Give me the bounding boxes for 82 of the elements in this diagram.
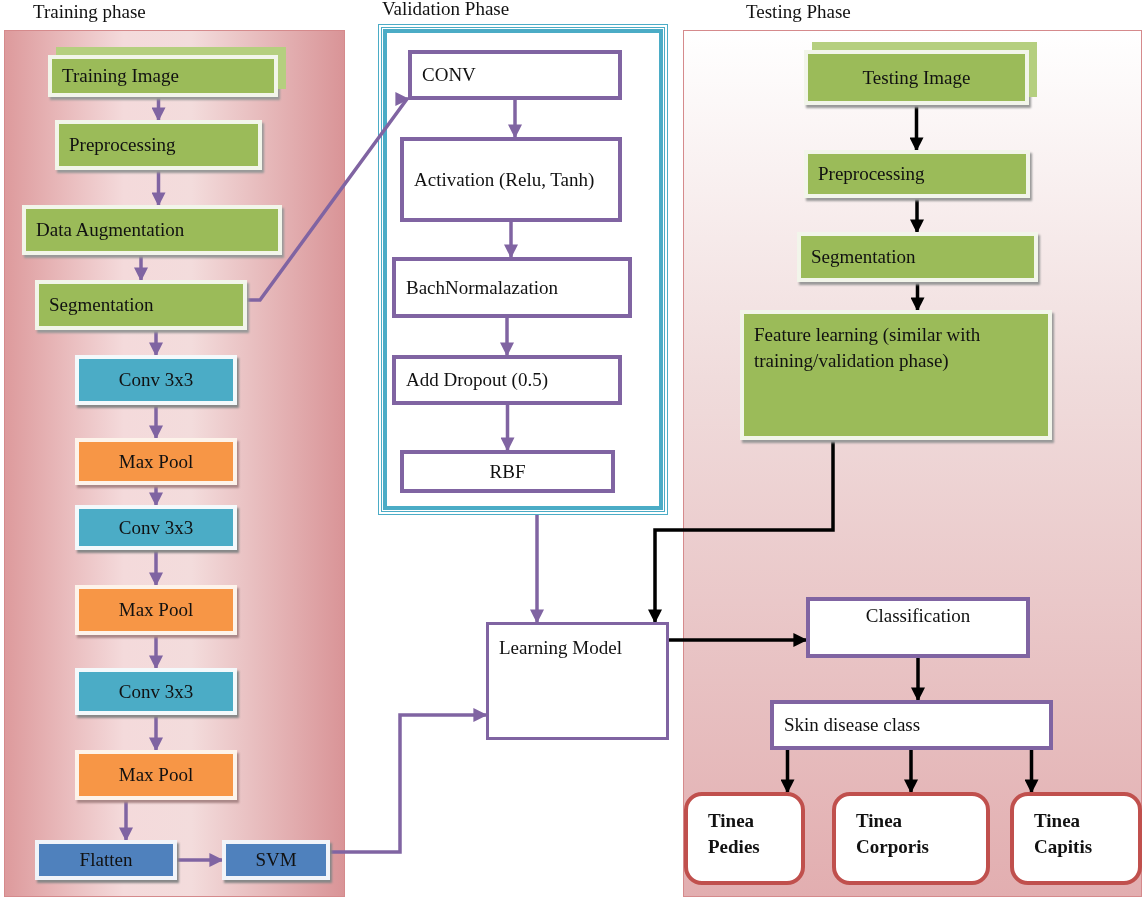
process-box bbox=[75, 585, 237, 635]
process-box bbox=[222, 840, 330, 880]
box-label: Data Augmentation bbox=[36, 218, 185, 243]
process-box bbox=[486, 622, 669, 740]
box-label: Activation (Relu, Tanh) bbox=[414, 167, 595, 192]
process-box bbox=[806, 597, 1030, 658]
box-label: Max Pool bbox=[118, 449, 194, 474]
panel-heading: Validation Phase bbox=[382, 0, 510, 20]
process-box bbox=[392, 257, 632, 318]
box-label: Feature learning (similar with training/validation phase) bbox=[754, 323, 982, 373]
process-box bbox=[55, 120, 262, 170]
arrow bbox=[149, 550, 163, 587]
process-box bbox=[75, 750, 237, 800]
process-box bbox=[408, 50, 622, 100]
box-label: Segmentation bbox=[811, 245, 916, 270]
panel-heading: Testing Phase bbox=[746, 1, 851, 23]
box-label: Classification bbox=[865, 604, 971, 628]
arrow bbox=[500, 405, 515, 452]
class-box bbox=[1010, 792, 1142, 885]
arrow bbox=[910, 198, 924, 234]
arrow bbox=[149, 330, 163, 357]
box-label: Preprocessing bbox=[818, 162, 925, 187]
arrow bbox=[909, 105, 924, 152]
arrow bbox=[149, 405, 163, 440]
process-box bbox=[804, 150, 1030, 198]
process-box bbox=[770, 700, 1053, 750]
arrow bbox=[669, 633, 808, 647]
arrow bbox=[149, 715, 163, 752]
box-label: Flatten bbox=[79, 848, 133, 873]
arrow bbox=[500, 318, 514, 357]
box-label: CONV bbox=[422, 63, 476, 88]
arrow bbox=[177, 853, 224, 867]
arrow bbox=[151, 97, 166, 122]
box-label: Testing Image bbox=[862, 65, 971, 90]
process-box bbox=[22, 205, 282, 255]
class-box bbox=[832, 792, 990, 885]
arrow bbox=[330, 708, 488, 854]
arrow bbox=[119, 800, 133, 842]
arrow bbox=[904, 750, 918, 794]
box-label: Tinea Corporis bbox=[856, 809, 930, 859]
box-label: BachNormalazation bbox=[406, 275, 558, 300]
box-label: Tinea Pedies bbox=[708, 809, 761, 859]
box-label: Training Image bbox=[62, 64, 179, 89]
box-label: Max Pool bbox=[118, 598, 194, 623]
process-box bbox=[75, 505, 237, 550]
box-label: Learning Model bbox=[499, 636, 622, 660]
arrow bbox=[504, 222, 518, 259]
process-box bbox=[392, 355, 622, 405]
process-box bbox=[400, 137, 622, 222]
arrow bbox=[1024, 750, 1039, 794]
arrow bbox=[780, 750, 795, 794]
process-box bbox=[75, 668, 237, 715]
box-label: Conv 3x3 bbox=[118, 515, 194, 540]
box-label: Add Dropout (0.5) bbox=[406, 368, 548, 393]
arrow bbox=[149, 485, 163, 507]
arrow bbox=[149, 635, 163, 670]
arrow bbox=[910, 282, 925, 312]
process-box bbox=[797, 232, 1038, 282]
box-label: Skin disease class bbox=[784, 713, 921, 738]
box-label: Tinea Capitis bbox=[1034, 809, 1094, 859]
box-label: Conv 3x3 bbox=[118, 679, 194, 704]
process-box bbox=[35, 840, 177, 880]
box-label: Preprocessing bbox=[69, 133, 176, 158]
box-label: Segmentation bbox=[49, 293, 154, 318]
arrow bbox=[648, 440, 835, 624]
panel-heading: Training phase bbox=[33, 1, 146, 23]
arrow bbox=[530, 515, 544, 624]
process-box bbox=[35, 280, 247, 330]
class-box bbox=[684, 792, 805, 885]
box-label: RBF bbox=[489, 459, 526, 484]
arrow bbox=[151, 170, 166, 207]
process-box bbox=[75, 438, 237, 485]
process-box bbox=[75, 355, 237, 405]
arrow bbox=[247, 92, 410, 302]
arrow bbox=[134, 255, 148, 282]
arrow bbox=[911, 658, 925, 702]
process-box bbox=[400, 450, 615, 493]
box-label: Max Pool bbox=[118, 763, 194, 788]
process-box bbox=[740, 310, 1052, 440]
box-label: SVM bbox=[255, 848, 297, 873]
box-label: Conv 3x3 bbox=[118, 368, 194, 393]
arrow bbox=[508, 100, 522, 139]
